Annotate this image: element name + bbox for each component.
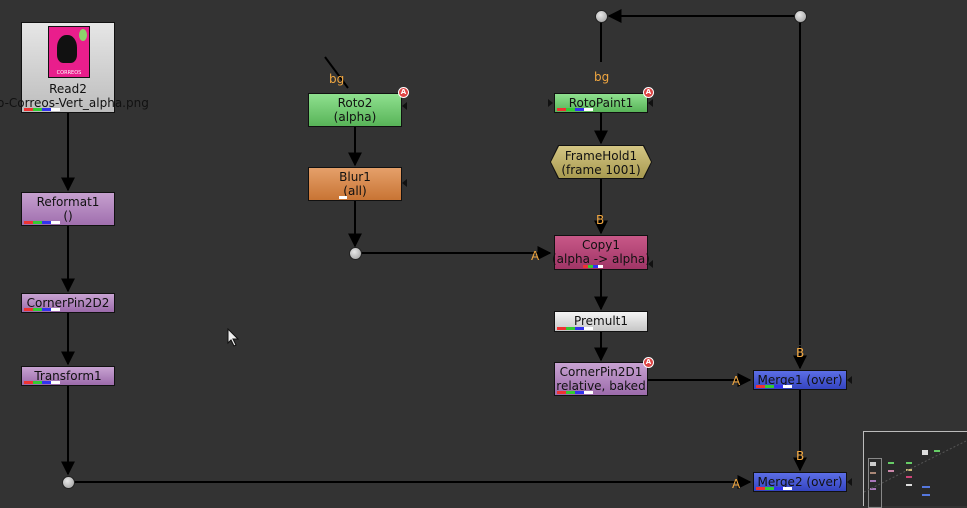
roto2-title: Roto2 (337, 96, 373, 110)
blur1-title: Blur1 (339, 170, 371, 184)
blur1-subtitle: (all) (343, 184, 367, 198)
merge2-node[interactable]: Merge2 (over) (753, 472, 847, 492)
copy1-title: Copy1 (581, 238, 621, 252)
transform1-title: Transform1 (34, 369, 102, 383)
transform1-node[interactable]: Transform1 (21, 366, 115, 386)
merge1-channels (756, 385, 792, 388)
merge2-mask-input-icon[interactable] (847, 478, 852, 486)
framehold1-title: FrameHold1 (564, 149, 638, 163)
copy1-a-input-label: A (531, 249, 540, 263)
reformat1-title: Reformat1 (36, 195, 100, 209)
rotopaint1-bg-input-label: bg (594, 70, 610, 84)
copy1-subtitle: (alpha -> alpha) (552, 252, 650, 266)
rotopaint1-input-arrow-icon (548, 99, 553, 107)
node-graph-minimap[interactable] (863, 431, 967, 508)
merge1-b-input-label: B (796, 346, 805, 360)
copy1-channels (583, 265, 603, 268)
dot-node-blur[interactable] (349, 247, 362, 260)
read2-thumbnail: CORREOS (48, 26, 90, 78)
cornerpin2d1-node[interactable]: CornerPin2D1 relative, baked (554, 362, 648, 396)
dot-node-bottom-left[interactable] (62, 476, 75, 489)
cornerpin2d1-title: CornerPin2D1 (559, 365, 643, 379)
roto2-bg-input-label: bg (329, 72, 345, 86)
read2-node[interactable]: CORREOS Read2 (21, 22, 115, 113)
cornerpin2d1-channels (557, 391, 593, 394)
premult1-channels (557, 327, 593, 330)
premult1-node[interactable]: Premult1 (554, 311, 648, 332)
merge1-a-input-label: A (732, 374, 741, 388)
read2-channels (24, 108, 60, 111)
roto2-node[interactable]: Roto2 (alpha) (308, 93, 402, 127)
read2-title: Read2 (49, 82, 87, 96)
roto2-subtitle: (alpha) (333, 110, 377, 124)
roto2-mask-input-icon[interactable] (402, 102, 407, 110)
cornerpin2d1-subtitle: relative, baked (556, 379, 646, 393)
cornerpin2d2-channels (24, 308, 60, 311)
reformat1-channels (24, 221, 60, 224)
rotopaint1-channels (557, 108, 593, 111)
copy1-mask-input-icon[interactable] (648, 260, 653, 268)
framehold1-subtitle: (frame 1001) (561, 163, 641, 177)
copy1-b-input-label: B (596, 213, 605, 227)
cornerpin2d1-animated-badge: A (643, 357, 654, 368)
reformat1-node[interactable]: Reformat1 () (21, 192, 115, 226)
merge1-node[interactable]: Merge1 (over) (753, 370, 847, 390)
rotopaint1-node[interactable]: RotoPaint1 (554, 93, 648, 113)
rotopaint1-animated-badge: A (643, 87, 654, 98)
dot-node-top-right[interactable] (794, 10, 807, 23)
merge2-channels (756, 487, 792, 490)
copy1-node[interactable]: Copy1 (alpha -> alpha) (552, 235, 650, 270)
rotopaint1-mask-input-icon[interactable] (648, 99, 653, 107)
merge2-b-input-label: B (796, 449, 805, 463)
cornerpin2d2-title: CornerPin2D2 (26, 296, 110, 310)
transform1-channels (24, 381, 60, 384)
merge2-title: Merge2 (over) (757, 475, 843, 489)
reformat1-subtitle: () (63, 209, 73, 223)
blur1-node[interactable]: Blur1 (all) (308, 167, 402, 201)
read2-filename: o-Correos-Vert_alpha.png (0, 96, 149, 110)
merge1-title: Merge1 (over) (757, 373, 843, 387)
merge1-mask-input-icon[interactable] (847, 376, 852, 384)
dot-node-top-left[interactable] (595, 10, 608, 23)
framehold1-node[interactable]: FrameHold1 (frame 1001) (550, 145, 652, 179)
rotopaint1-title: RotoPaint1 (568, 96, 634, 110)
merge2-a-input-label: A (732, 477, 741, 491)
minimap-diagonal (864, 439, 967, 493)
premult1-title: Premult1 (573, 314, 629, 328)
blur1-mask-input-icon[interactable] (402, 179, 407, 187)
read2-logo-text: CORREOS (56, 70, 82, 76)
roto2-animated-badge: A (398, 87, 409, 98)
mouse-cursor-icon (227, 328, 240, 347)
cornerpin2d2-node[interactable]: CornerPin2D2 (21, 293, 115, 313)
